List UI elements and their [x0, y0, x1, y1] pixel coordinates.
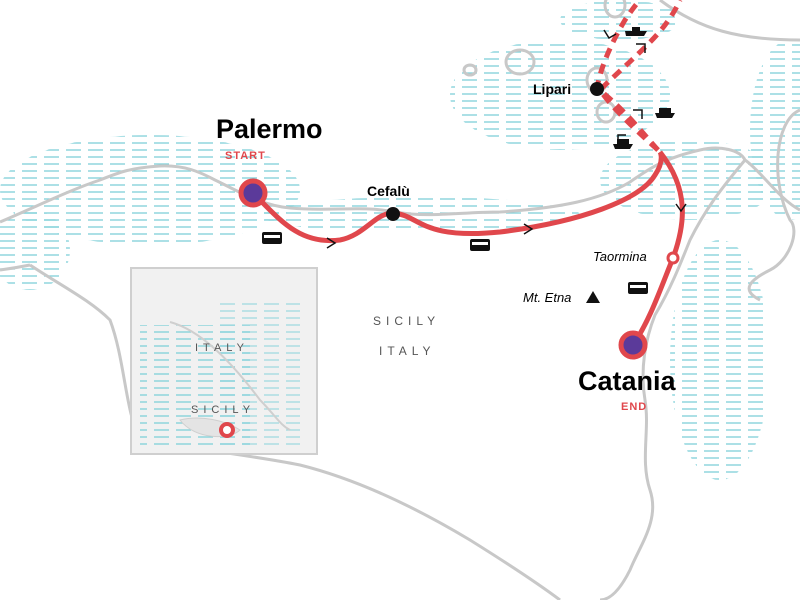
ferry-icon: [613, 27, 675, 149]
label-lipari: Lipari: [533, 81, 572, 97]
bus-icon: [262, 232, 648, 294]
label-taormina: Taormina: [593, 249, 647, 264]
marker-lipari: [590, 82, 604, 96]
inset-label-sicily: SICILY: [191, 404, 256, 416]
marker-catania: [618, 330, 648, 360]
label-cefalu: Cefalù: [367, 183, 410, 199]
region-italy: ITALY: [379, 344, 436, 358]
route: [251, 0, 685, 347]
marker-palermo: [238, 178, 268, 208]
mountain-icon: [586, 291, 600, 303]
arrow-icon: [326, 29, 687, 249]
inset-map: [130, 267, 318, 455]
inset-location-marker: [219, 422, 235, 438]
marker-cefalu: [386, 207, 400, 221]
end-tag: END: [621, 401, 648, 413]
label-catania: Catania: [578, 366, 676, 396]
label-palermo: Palermo: [216, 114, 323, 144]
inset-label-italy: ITALY: [195, 342, 249, 354]
label-etna: Mt. Etna: [523, 290, 572, 305]
sea-hatching: [0, 0, 800, 480]
region-sicily: SICILY: [373, 314, 441, 328]
marker-taormina: [666, 251, 680, 265]
stop-markers[interactable]: [238, 82, 680, 360]
start-tag: START: [225, 150, 266, 162]
